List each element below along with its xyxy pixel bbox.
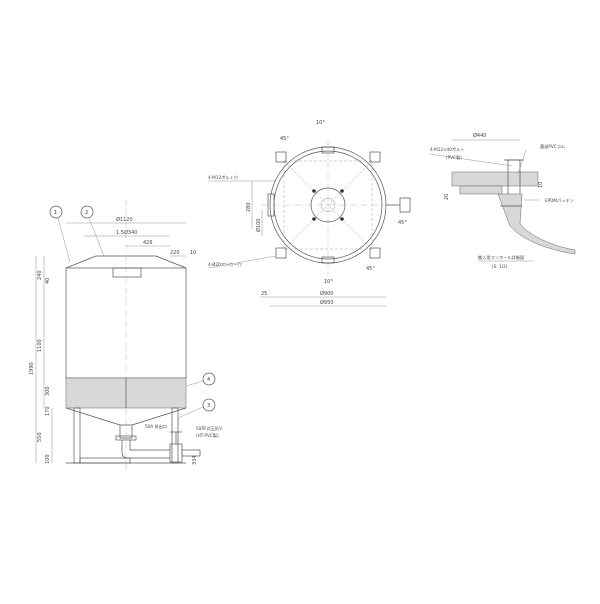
- bolt-hole: [312, 217, 316, 221]
- note-valve-1: 50ÅF式玉形V: [196, 425, 222, 432]
- angle-right: 45°: [398, 220, 407, 226]
- leg-bracket: [369, 247, 381, 259]
- manhole-detail: Ø440 20 10 4-M12×40ボルト (PVC製) 蓋部PVCコム EP…: [429, 132, 576, 269]
- dim-25: 25: [261, 291, 267, 297]
- bolt-hole: [340, 217, 344, 221]
- outlet-pipe: [121, 440, 170, 459]
- angle-top: 10°: [316, 120, 325, 126]
- dim-band-height: 300: [45, 386, 51, 396]
- angle-lower-right: 45°: [366, 266, 375, 272]
- bolt-hole: [312, 189, 316, 193]
- lid-plate: [451, 171, 539, 187]
- angle-upper-left: 45°: [280, 136, 289, 142]
- detail-scale: (S: 1/2): [492, 264, 508, 269]
- leg-left: [73, 407, 81, 464]
- dim-leg-height: 550: [37, 432, 43, 442]
- dim-900: Ø900: [320, 290, 333, 297]
- dim-base: 100: [45, 454, 51, 464]
- callout-4: 4: [207, 377, 210, 383]
- dim-220: 220: [170, 250, 180, 256]
- dim-10: 10: [190, 250, 196, 256]
- tank-wall-section: [497, 193, 576, 255]
- manhole-cover: [112, 267, 142, 278]
- detail-width: Ø440: [473, 132, 486, 139]
- dim-outlet-height: 334: [192, 455, 198, 465]
- bolt-hole: [340, 189, 344, 193]
- detail-cover-label: 蓋部PVCコム: [540, 143, 565, 150]
- dim-total-height: 1990: [29, 362, 35, 375]
- detail-title: 搬入用マンホール詳細図: [478, 254, 524, 261]
- dim-100: Ø100: [255, 219, 262, 232]
- drain-nozzle: [119, 425, 133, 439]
- leg-right: [171, 407, 179, 464]
- dim-leg-gap: 170: [45, 406, 51, 416]
- dim-950: Ø950: [320, 299, 333, 306]
- leg-bracket: [369, 151, 381, 163]
- top-view: Ø900 Ø950 25 280 Ø100 10° 45° 45° 45° 10…: [207, 120, 411, 307]
- detail-dim-20: 20: [444, 194, 450, 200]
- conical-bottom: [65, 407, 187, 426]
- outlet-valve-top: [386, 197, 411, 213]
- note-drain: 50A 排出口: [145, 423, 167, 430]
- dim-426: 426: [143, 240, 153, 246]
- manhole-outline: [310, 187, 346, 223]
- dim-diameter: Ø1120: [116, 216, 133, 223]
- dim-lid-rim: 40: [45, 278, 51, 284]
- leg-bracket: [275, 247, 287, 259]
- side-view: 1990 240 40 1100 300 170 550 100 334 Ø11…: [29, 200, 222, 470]
- dim-280: 280: [246, 202, 252, 212]
- callout-2: 2: [85, 210, 88, 216]
- dim-lid-height: 240: [37, 270, 43, 280]
- label-bolt-holes: 4-M12ボルト穴: [208, 174, 239, 181]
- detail-bolt-label: 4-M12×40ボルト: [430, 146, 465, 152]
- dim-body-height: 1100: [37, 339, 43, 352]
- detail-packing-label: EPDMパッキン: [545, 198, 574, 203]
- callout-3: 3: [207, 403, 210, 409]
- note-valve-2: (HT-PVC製): [196, 432, 219, 439]
- leg-bracket: [275, 151, 287, 163]
- callout-1: 1: [54, 210, 57, 216]
- dim-inner-diameter: 1.5Ø340: [116, 229, 137, 236]
- angle-bottom: 10°: [324, 279, 333, 285]
- detail-bolt-material: (PVC製): [446, 154, 462, 161]
- detail-dim-10: 10: [538, 182, 544, 188]
- label-anchor-holes: 4-Ø20アンカー穴: [208, 261, 242, 268]
